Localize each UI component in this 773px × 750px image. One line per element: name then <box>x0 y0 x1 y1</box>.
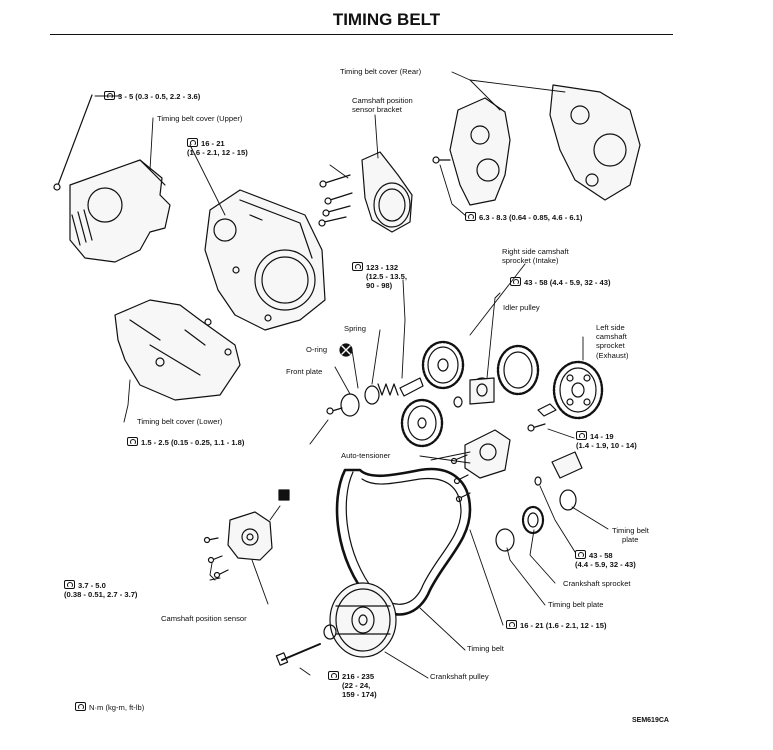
cover-bolts <box>53 94 451 415</box>
timing-belt-cover-upper-left <box>69 159 171 263</box>
torque-icon <box>187 138 198 147</box>
torque-icon <box>506 620 517 629</box>
label-line: Right side camshaft <box>502 247 569 256</box>
label-line: Camshaft position <box>352 96 413 105</box>
label-crankshaft-pulley: Crankshaft pulley <box>430 672 489 681</box>
torque-label-upper-cover: 16 - 21(1.6 - 2.1, 12 - 15) <box>187 138 248 157</box>
torque-icon <box>575 550 586 559</box>
camshaft-position-sensor <box>203 511 273 579</box>
label-timing-belt: Timing belt <box>467 644 504 653</box>
crankshaft-pulley <box>323 582 397 658</box>
small-plate <box>537 403 557 417</box>
torque-value: 90 - 98) <box>366 281 393 291</box>
legend-torque-units: N·m (kg-m, ft-lb) <box>75 702 144 712</box>
camshaft-position-sensor-bracket <box>361 151 413 233</box>
torque-label-rear-cover: 6.3 - 8.3 (0.64 - 0.85, 4.6 - 6.1) <box>465 212 582 222</box>
label-line: camshaft <box>596 332 627 342</box>
label-crankshaft-sprocket: Crankshaft sprocket <box>563 579 631 588</box>
torque-value: (12.5 - 13.5, <box>366 272 407 282</box>
torque-label-sensor: 3.7 - 5.0(0.38 - 0.51, 2.7 - 3.7) <box>64 580 137 599</box>
auto-tensioner <box>450 429 511 503</box>
label-timing-belt-plate: Timing belt plate <box>548 600 604 609</box>
torque-label-front-plate: 1.5 - 2.5 (0.15 - 0.25, 1.1 - 1.8) <box>127 437 244 447</box>
tensioner-stack <box>339 343 424 417</box>
label-line: sprocket (Intake) <box>502 256 559 266</box>
torque-value: 159 - 174) <box>342 690 377 700</box>
crankshaft-shaft-key <box>534 451 583 486</box>
torque-value: 1.5 - 2.5 (0.15 - 0.25, 1.1 - 1.8) <box>141 438 245 447</box>
lower-idler-sprocket <box>400 398 444 448</box>
torque-value: 6.3 - 8.3 (0.64 - 0.85, 4.6 - 6.1) <box>479 213 583 222</box>
torque-value: 14 - 19 <box>590 432 614 441</box>
label-auto-tensioner: Auto-tensioner <box>341 451 391 460</box>
torque-value: (1.4 - 1.9, 10 - 14) <box>576 441 637 451</box>
label-line: sprocket <box>596 341 625 351</box>
title-rule <box>50 34 673 35</box>
torque-icon <box>465 212 476 221</box>
torque-value: (22 - 24, <box>342 681 371 691</box>
torque-value: (0.38 - 0.51, 2.7 - 3.7) <box>64 590 138 600</box>
crankshaft-sprocket <box>521 505 545 535</box>
torque-label-cover-bolt: 3 - 5 (0.3 - 0.5, 2.2 - 3.6) <box>104 91 200 101</box>
label-line: sensor bracket <box>352 105 402 115</box>
torque-label-tensioner-bolt: 16 - 21 (1.6 - 2.1, 12 - 15) <box>506 620 607 630</box>
figure-code: SEM619CA <box>632 717 669 724</box>
timing-belt-cover-rear <box>449 84 641 206</box>
torque-icon <box>576 431 587 440</box>
label-idler-pulley: Idler pulley <box>503 303 540 312</box>
torque-label-crank-bolt: 216 - 235(22 - 24,159 - 174) <box>328 671 377 700</box>
torque-value: 16 - 21 (1.6 - 2.1, 12 - 15) <box>520 621 607 630</box>
torque-value: (4.4 - 5.9, 32 - 43) <box>575 560 636 570</box>
torque-label-small-plate: 14 - 19(1.4 - 1.9, 10 - 14) <box>576 431 637 450</box>
label-timing-belt-cover-rear: Timing belt cover (Rear) <box>340 67 422 76</box>
label-camshaft-position-sensor: Camshaft position sensor <box>161 614 247 623</box>
torque-icon <box>328 671 339 680</box>
label-line: Left side <box>596 323 625 332</box>
page-title: TIMING BELT <box>332 10 441 29</box>
torque-icon <box>104 91 115 100</box>
left-camshaft-sprocket <box>552 360 604 420</box>
torque-value: 216 - 235 <box>342 672 375 681</box>
torque-value: 43 - 58 <box>589 551 613 560</box>
torque-label-crank-plate: 43 - 58(4.4 - 5.9, 32 - 43) <box>575 550 636 569</box>
timing-belt-plate-upper <box>559 489 577 511</box>
crank-bolt-head <box>275 652 289 666</box>
label-front-plate: Front plate <box>286 367 323 376</box>
timing-belt-plate-lower <box>495 528 515 552</box>
timing-belt-cover-upper-right <box>204 189 326 331</box>
label-timing-belt-cover-upper: Timing belt cover (Upper) <box>157 114 243 123</box>
right-camshaft-sprocket <box>421 340 465 390</box>
label-line: plate <box>622 535 639 545</box>
torque-value: 43 - 58 (4.4 - 5.9, 32 - 43) <box>524 278 611 287</box>
timing-belt-cover-lower <box>114 299 241 401</box>
idler-pulley <box>453 377 495 408</box>
label-line: Timing belt <box>612 526 649 535</box>
torque-value: 3.7 - 5.0 <box>78 581 106 590</box>
label-line: (Exhaust) <box>596 350 629 360</box>
torque-value: 123 - 132 <box>366 263 399 272</box>
torque-value: 3 - 5 (0.3 - 0.5, 2.2 - 3.6) <box>118 92 201 101</box>
label-o-ring: O-ring <box>306 345 328 354</box>
label-timing-belt-cover-lower: Timing belt cover (Lower) <box>137 417 223 426</box>
torque-icon <box>510 277 521 286</box>
torque-icon <box>127 437 138 446</box>
torque-label-camshaft-bolt: 123 - 132(12.5 - 13.5,90 - 98) <box>352 262 407 291</box>
timing-belt <box>335 467 472 616</box>
torque-icon <box>352 262 363 271</box>
torque-icon <box>75 702 86 711</box>
middle-camshaft-sprocket <box>496 344 540 396</box>
torque-icon <box>64 580 75 589</box>
torque-label-idler: 43 - 58 (4.4 - 5.9, 32 - 43) <box>510 277 611 287</box>
torque-value: 16 - 21 <box>201 139 225 148</box>
leader-lines <box>94 71 609 679</box>
note-marker <box>278 489 290 501</box>
label-spring: Spring <box>344 324 366 333</box>
torque-value: (1.6 - 2.1, 12 - 15) <box>187 148 248 158</box>
legend-text: N·m (kg-m, ft-lb) <box>89 703 145 712</box>
